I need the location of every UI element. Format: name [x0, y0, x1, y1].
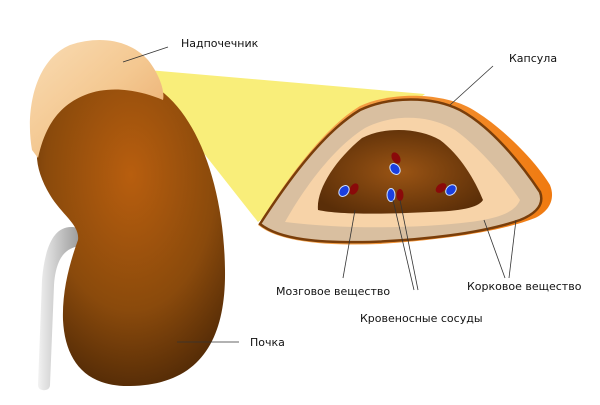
label-cortex: Корковое вещество	[467, 280, 582, 293]
label-adrenal-gland: Надпочечник	[181, 37, 259, 50]
label-medulla: Мозговое вещество	[276, 285, 390, 298]
ureter	[38, 227, 80, 391]
artery	[391, 152, 401, 164]
vein	[389, 163, 401, 175]
leader-vessels	[399, 199, 419, 291]
leader-capsule	[449, 65, 494, 106]
adrenal-gland	[29, 40, 164, 158]
label-blood-vessels: Кровеносные сосуды	[360, 312, 483, 325]
magnification-wedge	[148, 70, 425, 222]
leader-cortex	[483, 219, 506, 279]
label-capsule: Капсула	[509, 52, 557, 65]
artery	[396, 189, 404, 201]
label-kidney: Почка	[250, 336, 285, 349]
leader-medulla	[342, 209, 356, 279]
leader-vessels	[392, 199, 415, 291]
adrenal-cross-section	[258, 95, 553, 245]
artery	[435, 183, 447, 193]
leader-adrenal	[122, 46, 169, 63]
artery	[349, 183, 359, 195]
kidney	[36, 84, 226, 387]
vein	[338, 185, 350, 197]
vein	[386, 188, 396, 202]
vein	[445, 184, 457, 196]
leader-cortex	[508, 219, 517, 279]
